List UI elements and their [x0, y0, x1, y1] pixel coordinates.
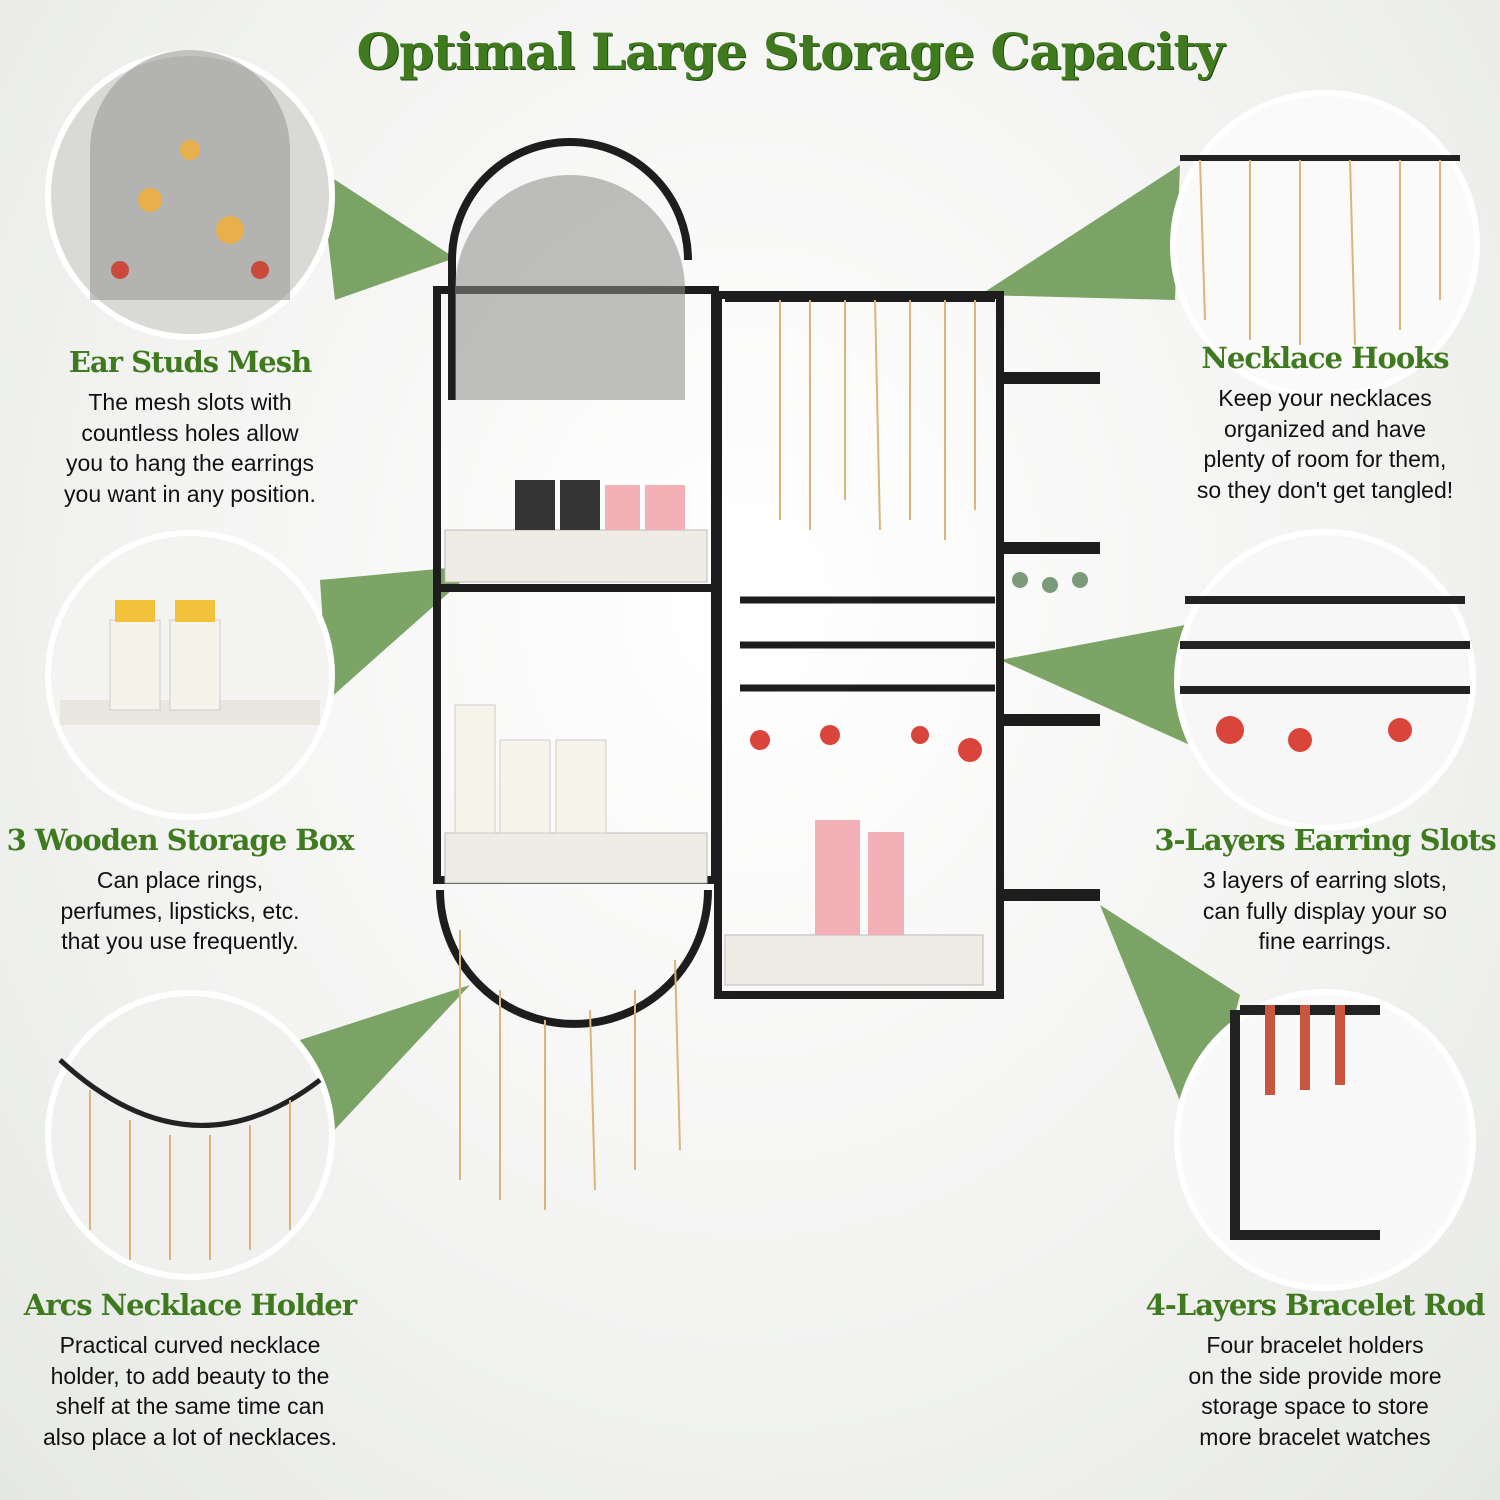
feature-heading: 4-Layers Bracelet Rod [1145, 1288, 1486, 1322]
callout-arcs [300, 985, 470, 1140]
callout-ear-studs [320, 170, 455, 300]
page-title: Optimal Large Storage Capacity [356, 22, 1225, 81]
feature-text: 3 layers of earring slots,can fully disp… [1202, 867, 1448, 954]
feature-heading: 3-Layers Earring Slots [1154, 823, 1496, 857]
detail-circle-arcs [45, 990, 335, 1280]
callout-necklace-hooks [980, 165, 1180, 300]
feature-heading: Arcs Necklace Holder [23, 1288, 357, 1322]
callout-earring-slots [1000, 625, 1190, 745]
detail-circle-bracelet-rod [1174, 989, 1476, 1291]
feature-bracelet-rod: 4-Layers Bracelet Rod Four bracelet hold… [1125, 1288, 1500, 1452]
feature-earring-slots: 3-Layers Earring Slots 3 layers of earri… [1135, 823, 1500, 957]
feature-heading: Necklace Hooks [1201, 341, 1449, 375]
feature-heading: 3 Wooden Storage Box [6, 823, 355, 857]
feature-text: Can place rings,perfumes, lipsticks, etc… [60, 867, 300, 954]
feature-arcs-necklace-holder: Arcs Necklace Holder Practical curved ne… [0, 1288, 380, 1452]
detail-circle-earring-slots [1174, 529, 1476, 831]
feature-wooden-storage-box: 3 Wooden Storage Box Can place rings,per… [0, 823, 370, 957]
feature-heading: Ear Studs Mesh [68, 345, 312, 379]
